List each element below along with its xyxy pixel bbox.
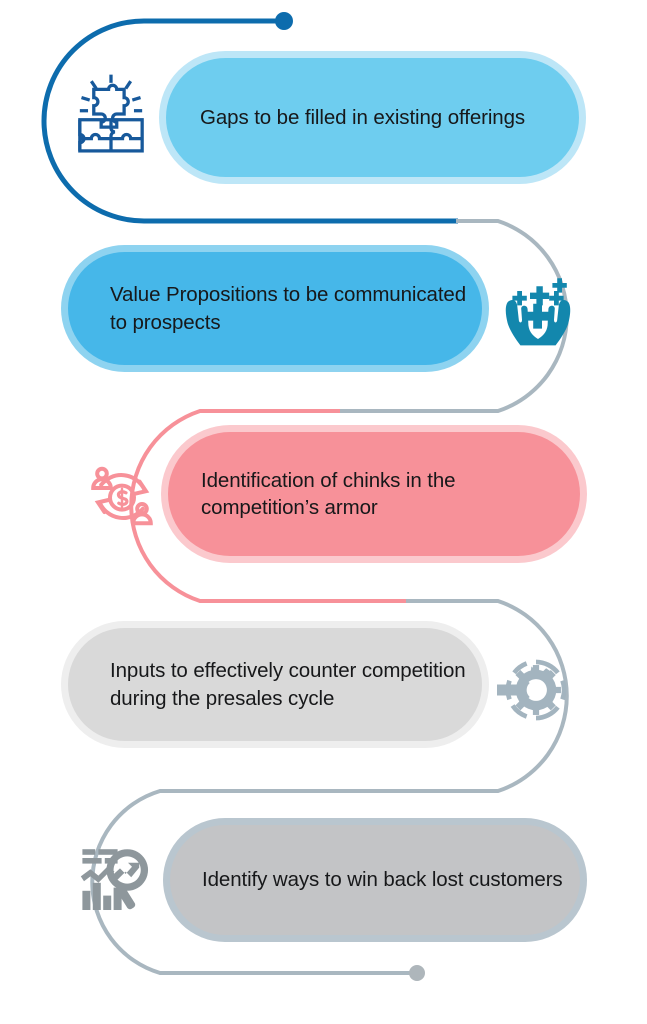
- step-label-1: Gaps to be filled in existing offerings: [200, 105, 526, 129]
- money-cycle-people-icon: [82, 456, 162, 536]
- puzzle-pieces-icon: [70, 73, 152, 155]
- step-pill-5[interactable]: Identify ways to win back lost customers: [170, 825, 580, 935]
- step-label-3: Identification of chinks in the competit…: [201, 468, 456, 519]
- step-pill-4[interactable]: Inputs to effectively counter competitio…: [68, 628, 482, 741]
- step-pill-1[interactable]: Gaps to be filled in existing offerings: [166, 58, 579, 177]
- hands-with-sparkles-icon: [498, 267, 578, 347]
- step-pill-3[interactable]: Identification of chinks in the competit…: [168, 432, 580, 556]
- step-pill-2[interactable]: Value Propositions to be communicated to…: [68, 252, 482, 365]
- start-dot: [275, 12, 293, 30]
- step-label-4: Inputs to effectively counter competitio…: [110, 659, 466, 710]
- end-dot: [409, 965, 425, 981]
- step-label-2: Value Propositions to be communicated to…: [110, 283, 467, 334]
- chart-magnifier-icon: [76, 838, 156, 918]
- gear-target-arrow-icon: [497, 651, 575, 729]
- step-label-5: Identify ways to win back lost customers: [202, 868, 563, 892]
